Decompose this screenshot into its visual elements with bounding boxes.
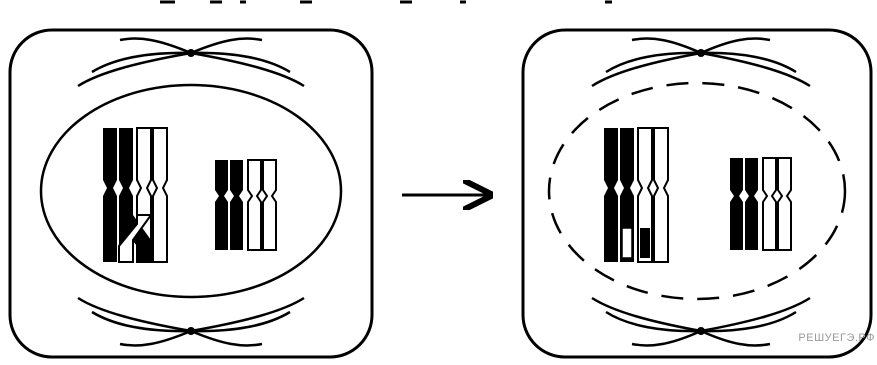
cell-after <box>523 30 871 357</box>
spindle-pole-bottom-left <box>78 298 304 345</box>
spindle-pole-top-right <box>592 39 810 86</box>
spindle-pole-top-left <box>78 39 304 86</box>
nuclear-envelope-intact <box>41 85 341 297</box>
nuclear-envelope-fragmented <box>549 83 845 299</box>
cell-frame-right <box>523 30 871 357</box>
cell-frame-left <box>10 30 372 357</box>
chromosome-pair-small-right <box>730 158 791 250</box>
chromosome-pair-small-left <box>215 160 276 250</box>
chromosome-pair-large-left <box>103 128 167 262</box>
chromosome-pair-large-right <box>604 128 668 262</box>
watermark-text: РЕШУЕГЭ.РФ <box>798 332 875 344</box>
cell-before <box>10 30 372 357</box>
spindle-pole-bottom-right <box>592 298 810 345</box>
